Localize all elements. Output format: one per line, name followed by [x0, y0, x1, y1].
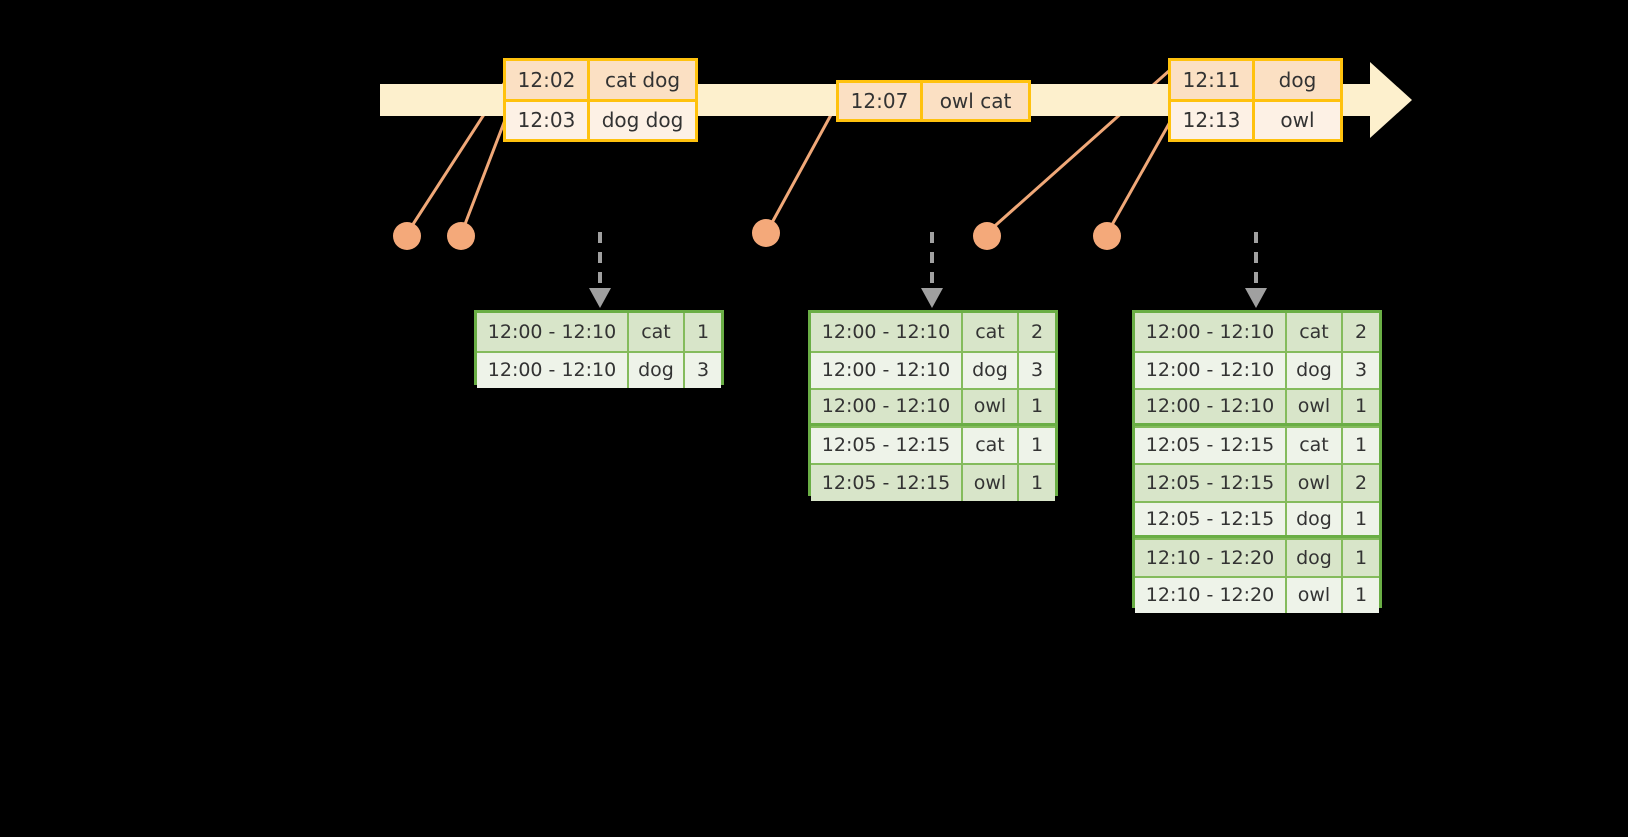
- table-row[interactable]: 12:05 - 12:15 owl 2: [1135, 463, 1379, 501]
- cell-count: 1: [1343, 427, 1379, 463]
- cell-window: 12:05 - 12:15: [811, 427, 963, 463]
- cell-count: 1: [1343, 390, 1379, 423]
- table-row[interactable]: 12:00 - 12:10 dog 3: [477, 350, 721, 388]
- result-table-1[interactable]: 12:00 - 12:10 cat 1 12:00 - 12:10 dog 3: [474, 310, 724, 388]
- cell-window: 12:00 - 12:10: [811, 313, 963, 351]
- timeline-segment-right: [1338, 84, 1374, 116]
- cell-word: owl: [1287, 577, 1343, 613]
- cell-word: dog: [963, 352, 1019, 388]
- event-time: 12:13: [1171, 101, 1255, 139]
- event-row[interactable]: 12:07 owl cat: [839, 83, 1028, 119]
- table-row[interactable]: 12:10 - 12:20 owl 1: [1135, 575, 1379, 613]
- cell-count: 3: [1343, 352, 1379, 388]
- cell-word: dog: [629, 352, 685, 388]
- table-row[interactable]: 12:00 - 12:10 owl 1: [811, 388, 1055, 426]
- event-value: cat dog: [590, 61, 695, 99]
- cell-window: 12:00 - 12:10: [1135, 313, 1287, 351]
- cell-window: 12:10 - 12:20: [1135, 540, 1287, 576]
- cell-window: 12:05 - 12:15: [1135, 502, 1287, 535]
- cell-window: 12:00 - 12:10: [477, 313, 629, 351]
- event-value: owl: [1255, 101, 1340, 139]
- cell-word: dog: [1287, 540, 1343, 576]
- event-row[interactable]: 12:02 cat dog: [506, 61, 695, 99]
- table-row[interactable]: 12:00 - 12:10 cat 2: [811, 313, 1055, 351]
- cell-count: 1: [1019, 390, 1055, 423]
- cell-count: 3: [685, 352, 721, 388]
- event-value: dog dog: [590, 101, 695, 139]
- result-arrow-heads: [589, 288, 1267, 308]
- connector-dot-5: [1093, 222, 1121, 250]
- table-row[interactable]: 12:00 - 12:10 dog 3: [811, 350, 1055, 388]
- cell-window: 12:05 - 12:15: [1135, 465, 1287, 501]
- table-row[interactable]: 12:00 - 12:10 dog 3: [1135, 350, 1379, 388]
- event-box-2[interactable]: 12:07 owl cat: [836, 80, 1031, 122]
- cell-window: 12:00 - 12:10: [1135, 352, 1287, 388]
- cell-window: 12:05 - 12:15: [811, 465, 963, 501]
- cell-window: 12:00 - 12:10: [477, 352, 629, 388]
- cell-word: dog: [1287, 502, 1343, 535]
- event-time: 12:07: [839, 83, 923, 119]
- connector-dot-3: [752, 219, 780, 247]
- event-row[interactable]: 12:13 owl: [1171, 98, 1340, 139]
- cell-count: 1: [1343, 540, 1379, 576]
- cell-word: dog: [1287, 352, 1343, 388]
- table-row[interactable]: 12:10 - 12:20 dog 1: [1135, 538, 1379, 576]
- event-box-1[interactable]: 12:02 cat dog 12:03 dog dog: [503, 58, 698, 142]
- event-time: 12:02: [506, 61, 590, 99]
- cell-count: 1: [1019, 465, 1055, 501]
- connector-dot-1: [393, 222, 421, 250]
- cell-count: 2: [1343, 465, 1379, 501]
- result-arrow-shafts: [598, 232, 1258, 288]
- event-connector-dots: [393, 219, 1121, 250]
- cell-window: 12:00 - 12:10: [811, 390, 963, 423]
- cell-window: 12:00 - 12:10: [1135, 390, 1287, 423]
- table-row[interactable]: 12:00 - 12:10 cat 2: [1135, 313, 1379, 351]
- cell-word: cat: [629, 313, 685, 351]
- cell-count: 2: [1019, 313, 1055, 351]
- connector-dot-4: [973, 222, 1001, 250]
- cell-count: 3: [1019, 352, 1055, 388]
- table-row[interactable]: 12:05 - 12:15 cat 1: [1135, 425, 1379, 463]
- cell-window: 12:00 - 12:10: [811, 352, 963, 388]
- event-row[interactable]: 12:03 dog dog: [506, 98, 695, 139]
- cell-word: cat: [1287, 427, 1343, 463]
- cell-word: cat: [1287, 313, 1343, 351]
- event-box-3[interactable]: 12:11 dog 12:13 owl: [1168, 58, 1343, 142]
- cell-window: 12:05 - 12:15: [1135, 427, 1287, 463]
- table-row[interactable]: 12:00 - 12:10 owl 1: [1135, 388, 1379, 426]
- cell-word: owl: [963, 390, 1019, 423]
- table-row[interactable]: 12:00 - 12:10 cat 1: [477, 313, 721, 351]
- cell-window: 12:10 - 12:20: [1135, 577, 1287, 613]
- event-value: dog: [1255, 61, 1340, 99]
- cell-word: owl: [1287, 390, 1343, 423]
- cell-count: 2: [1343, 313, 1379, 351]
- event-value: owl cat: [923, 83, 1028, 119]
- result-table-2[interactable]: 12:00 - 12:10 cat 2 12:00 - 12:10 dog 3 …: [808, 310, 1058, 501]
- cell-count: 1: [1343, 502, 1379, 535]
- cell-word: owl: [1287, 465, 1343, 501]
- cell-word: cat: [963, 427, 1019, 463]
- table-row[interactable]: 12:05 - 12:15 owl 1: [811, 463, 1055, 501]
- cell-word: cat: [963, 313, 1019, 351]
- timeline-segment-mid-a: [694, 84, 842, 116]
- timeline-arrowhead: [1370, 62, 1412, 138]
- timeline-segment-left: [380, 84, 508, 116]
- connector-dot-2: [447, 222, 475, 250]
- event-time: 12:03: [506, 101, 590, 139]
- cell-count: 1: [1343, 577, 1379, 613]
- event-time: 12:11: [1171, 61, 1255, 99]
- cell-count: 1: [685, 313, 721, 351]
- result-table-3[interactable]: 12:00 - 12:10 cat 2 12:00 - 12:10 dog 3 …: [1132, 310, 1382, 613]
- event-row[interactable]: 12:11 dog: [1171, 61, 1340, 99]
- table-row[interactable]: 12:05 - 12:15 dog 1: [1135, 500, 1379, 538]
- cell-word: owl: [963, 465, 1019, 501]
- table-row[interactable]: 12:05 - 12:15 cat 1: [811, 425, 1055, 463]
- cell-count: 1: [1019, 427, 1055, 463]
- timeline-segment-mid-b: [1026, 84, 1174, 116]
